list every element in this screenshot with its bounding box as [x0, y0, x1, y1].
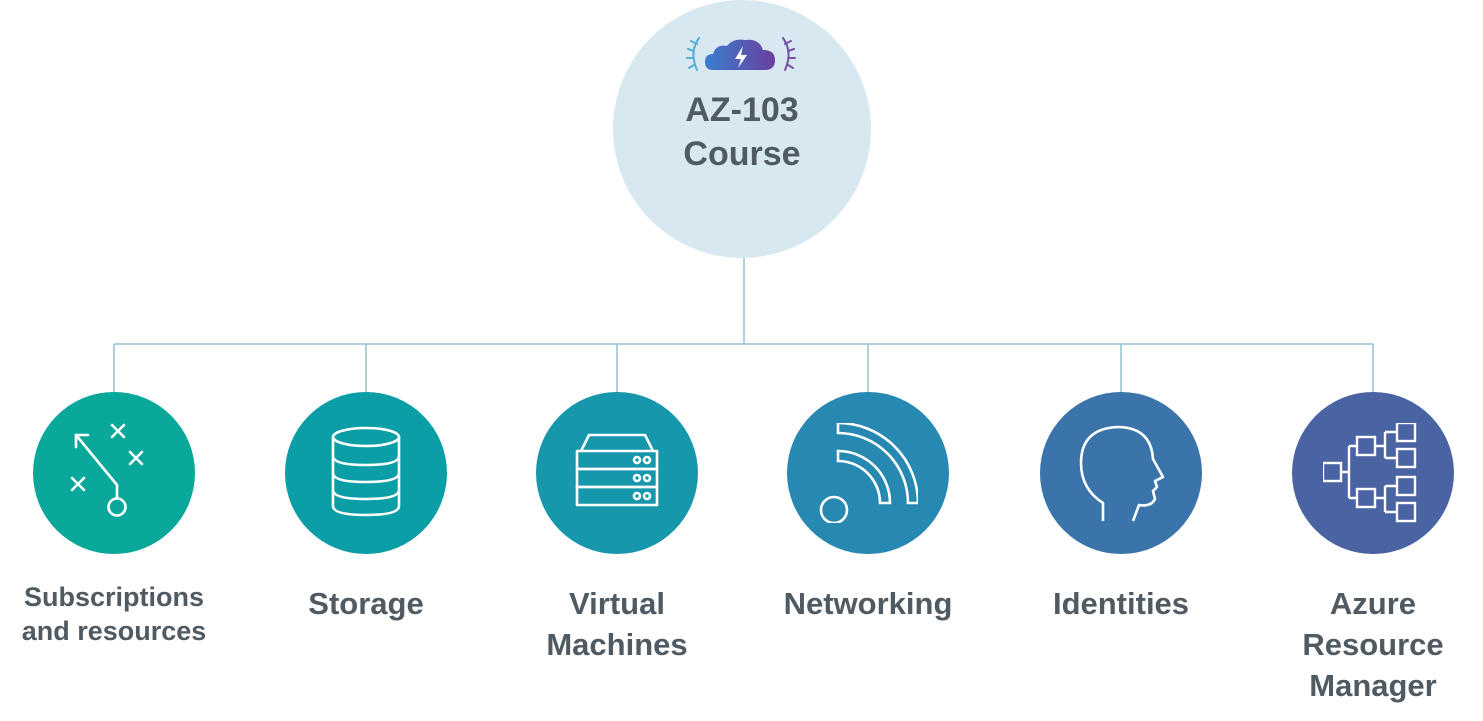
hierarchy-icon — [1323, 423, 1417, 523]
topic-label-line: Machines — [546, 627, 688, 662]
topic-label-virtual-machines: Virtual Machines — [487, 583, 747, 665]
topic-node-networking — [787, 392, 949, 554]
wifi-icon — [819, 423, 918, 523]
topic-node-subscriptions — [33, 392, 195, 554]
topic-label-subscriptions: Subscriptions and resources — [0, 580, 244, 648]
root-title-line-2: Course — [683, 135, 801, 173]
topic-label-line: Subscriptions — [23, 582, 205, 612]
head-icon — [1079, 425, 1165, 522]
topic-label-line: Identities — [1052, 586, 1190, 621]
server-icon — [575, 433, 659, 507]
topic-label-line: Storage — [308, 586, 424, 621]
topic-label-line: Networking — [783, 586, 953, 621]
root-title: AZ-103 Course — [613, 88, 871, 176]
topic-label-identities: Identities — [991, 583, 1251, 624]
topic-label-line: and resources — [21, 616, 207, 646]
topic-label-line: Virtual — [569, 586, 665, 621]
database-icon — [331, 426, 401, 517]
topic-node-identities — [1040, 392, 1202, 554]
strategy-icon — [70, 423, 144, 517]
topic-label-line: Manager — [1309, 668, 1437, 703]
topic-node-virtual-machines — [536, 392, 698, 554]
root-title-line-1: AZ-103 — [685, 91, 799, 129]
topic-label-azure-resource-manager: Azure Resource Manager — [1243, 583, 1483, 706]
topic-label-storage: Storage — [236, 583, 496, 624]
topic-label-line: Resource — [1302, 627, 1444, 662]
topic-label-line: Azure — [1329, 586, 1417, 621]
topic-label-networking: Networking — [738, 583, 998, 624]
topic-node-azure-resource-manager — [1292, 392, 1454, 554]
topic-node-storage — [285, 392, 447, 554]
azure-cloud-badge-icon — [686, 37, 796, 71]
